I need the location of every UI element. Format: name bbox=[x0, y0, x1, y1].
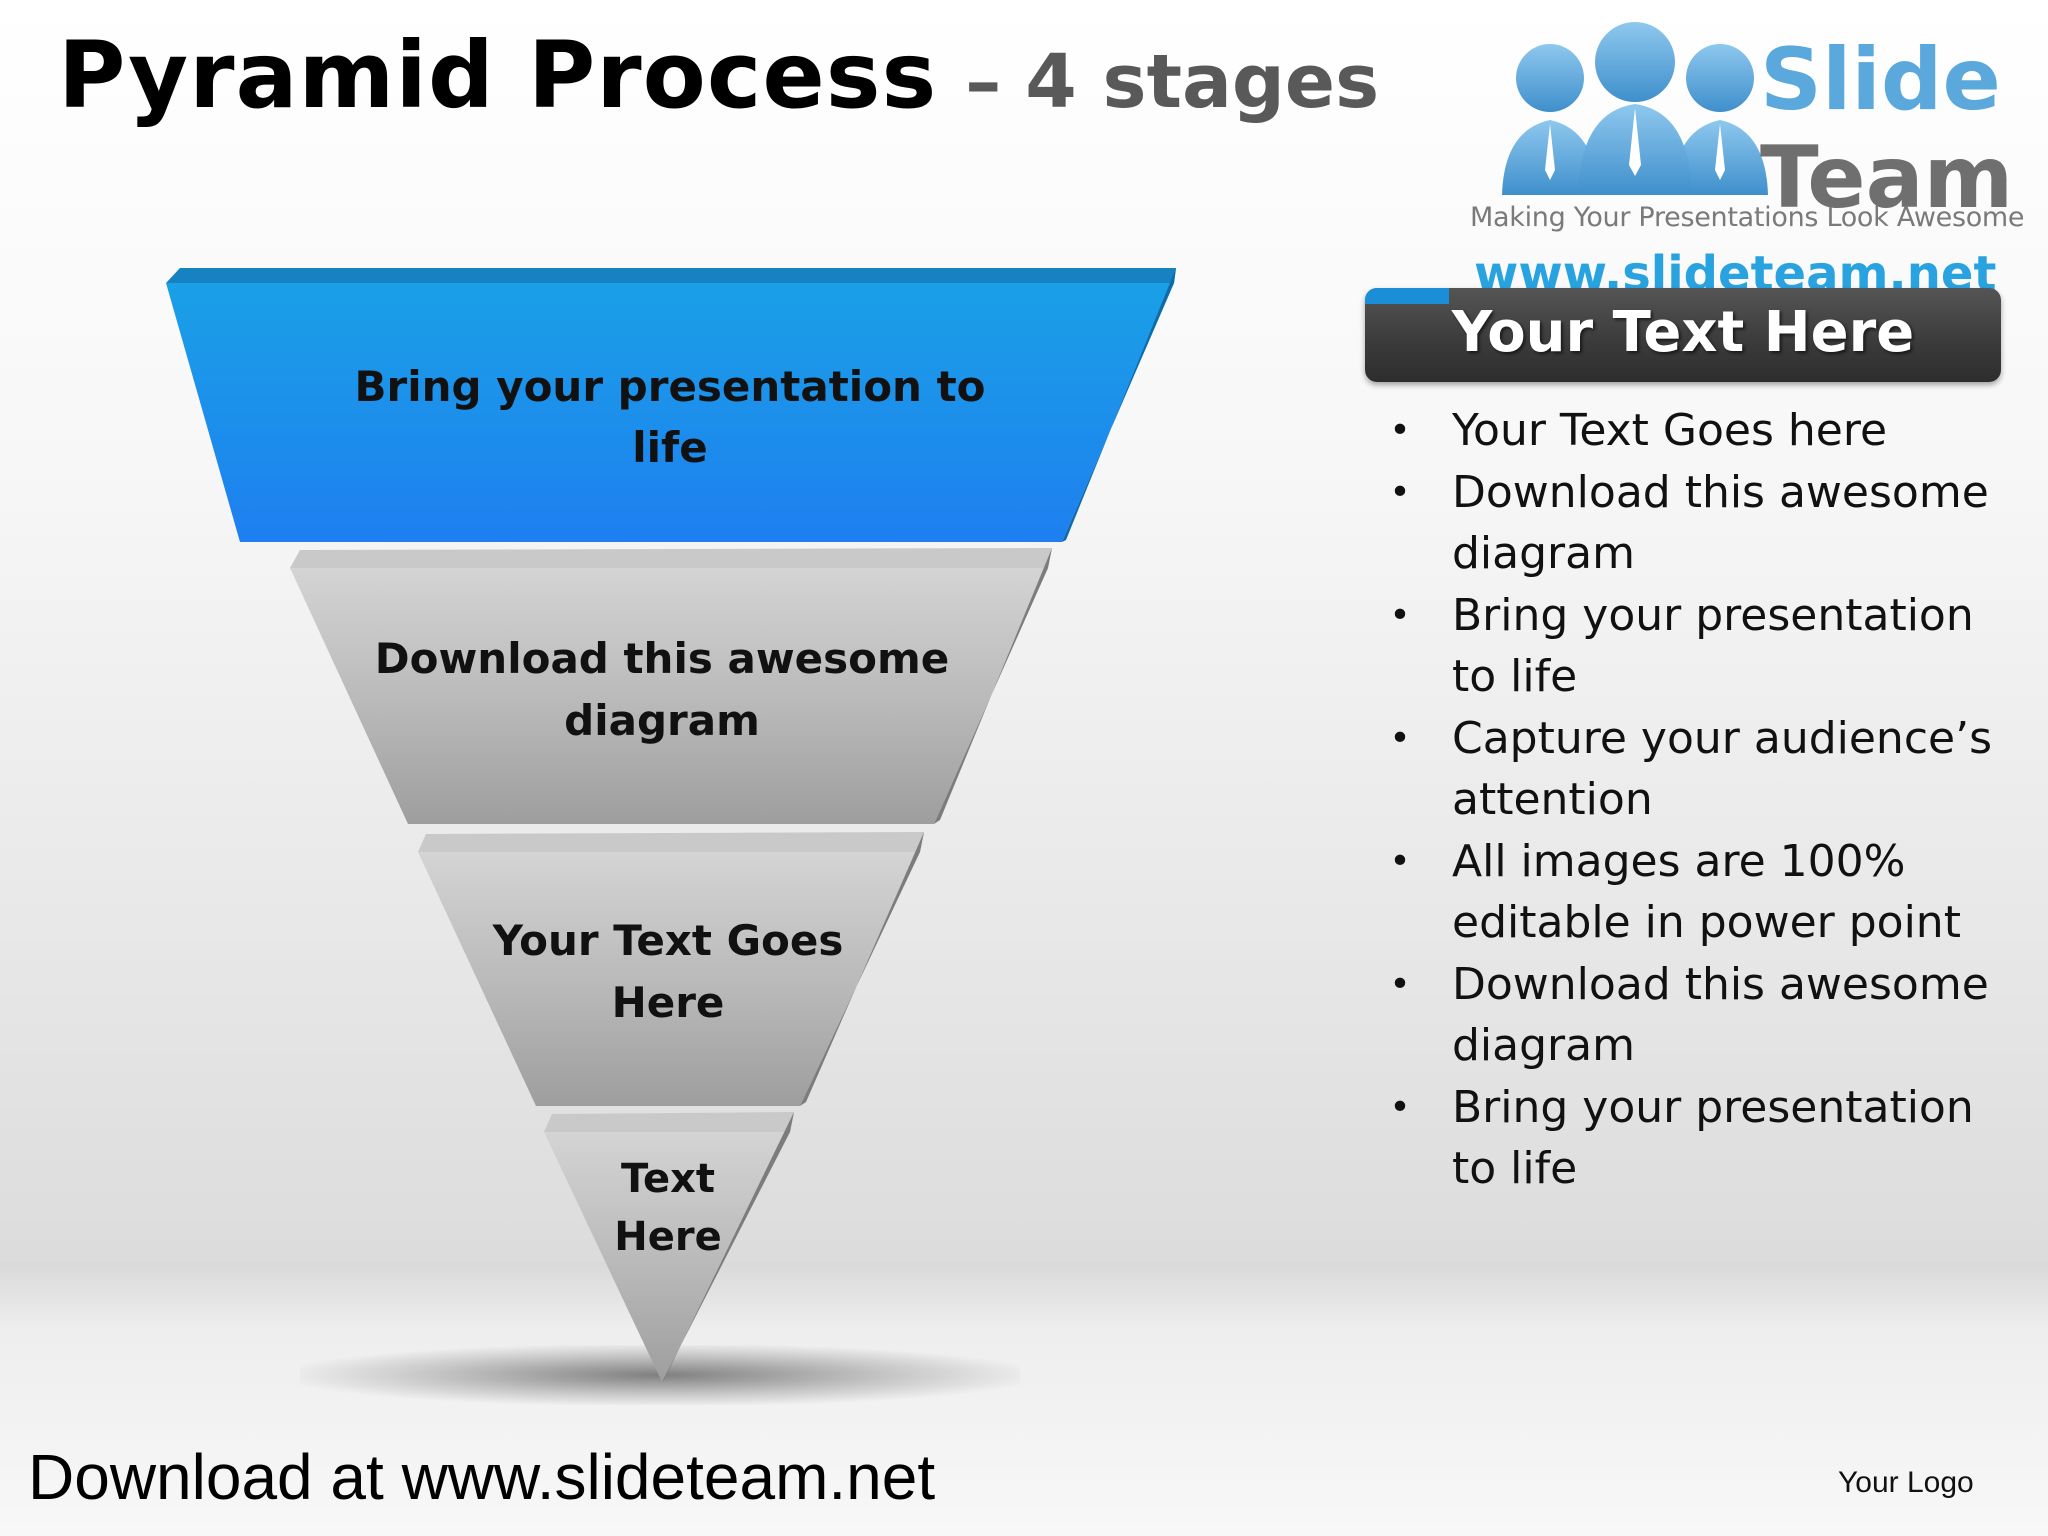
list-item: • Bring your presentation to life bbox=[1380, 585, 2020, 708]
stage-4-label: Text Here bbox=[568, 1150, 768, 1266]
bullet-dot-icon: • bbox=[1389, 594, 1411, 636]
bullet-text: Your Text Goes here bbox=[1452, 405, 1888, 456]
pyramid-stage-4 bbox=[544, 1112, 794, 1382]
bullet-dot-icon: • bbox=[1389, 471, 1411, 513]
your-logo-placeholder: Your Logo bbox=[1838, 1466, 1974, 1499]
footer-download-link[interactable]: Download at www.slideteam.net bbox=[28, 1441, 936, 1513]
title-main: Pyramid Process bbox=[58, 22, 938, 129]
bullet-text: Download this awesome diagram bbox=[1452, 958, 1989, 1072]
bullet-list: • Your Text Goes here • Download this awes… bbox=[1380, 400, 2020, 1200]
bullet-dot-icon: • bbox=[1389, 410, 1411, 451]
list-item: • Download this awesome diagram bbox=[1380, 954, 2020, 1077]
pyramid-stage-1 bbox=[166, 268, 1176, 542]
stage-2-label-line-2: diagram bbox=[564, 696, 760, 745]
bullet-text: Bring your presentation to life bbox=[1452, 589, 1974, 703]
pyramid-stage-3 bbox=[418, 832, 924, 1106]
list-item: • Capture your audience’s attention bbox=[1380, 708, 2020, 831]
logo-word-team: Team bbox=[1760, 128, 2014, 228]
panel-header-accent bbox=[1365, 288, 1449, 304]
bullet-text: Download this awesome diagram bbox=[1452, 466, 1989, 580]
panel-header-bar bbox=[1365, 288, 2001, 382]
pyramid-stage-2 bbox=[290, 548, 1052, 824]
stage-1-label-line-2: life bbox=[632, 423, 708, 472]
stage-2-label: Download this awesome diagram bbox=[312, 628, 1012, 752]
stage-4-label-line-1: Text bbox=[620, 1156, 716, 1202]
bullet-text: Capture your audience’s attention bbox=[1452, 712, 1992, 826]
list-item: • Download this awesome diagram bbox=[1380, 462, 2020, 585]
stage-1-label-line-1: Bring your presentation to bbox=[354, 362, 986, 411]
slide-title: Pyramid Process–4 stages bbox=[58, 22, 1379, 129]
panel-header-title: Your Text Here bbox=[1451, 300, 1915, 365]
bullet-dot-icon: • bbox=[1389, 840, 1411, 882]
stage-3-label-line-1: Your Text Goes bbox=[492, 916, 844, 965]
list-item: • All images are 100% editable in power p… bbox=[1380, 831, 2020, 954]
title-dash: – bbox=[965, 40, 1002, 124]
people-group-icon bbox=[1502, 22, 1768, 195]
bullet-text: Bring your presentation to life bbox=[1452, 1081, 1974, 1195]
bullet-dot-icon: • bbox=[1389, 717, 1411, 759]
stage-1-label: Bring your presentation to life bbox=[270, 356, 1070, 478]
bullet-text: All images are 100% editable in power po… bbox=[1452, 835, 1961, 949]
logo-word-slide: Slide bbox=[1760, 30, 2001, 130]
stage-4-label-line-2: Here bbox=[614, 1214, 722, 1260]
stage-3-label: Your Text Goes Here bbox=[448, 910, 888, 1034]
list-item: • Your Text Goes here bbox=[1380, 400, 2020, 462]
stage-3-label-line-2: Here bbox=[611, 978, 725, 1027]
bullet-dot-icon: • bbox=[1389, 963, 1411, 1005]
stage-2-label-line-1: Download this awesome bbox=[374, 634, 950, 683]
title-subtitle: 4 stages bbox=[1025, 39, 1380, 125]
list-item: • Bring your presentation to life bbox=[1380, 1077, 2020, 1200]
logo-tagline: Making Your Presentations Look Awesome bbox=[1470, 202, 2025, 233]
bullet-dot-icon: • bbox=[1389, 1086, 1411, 1128]
